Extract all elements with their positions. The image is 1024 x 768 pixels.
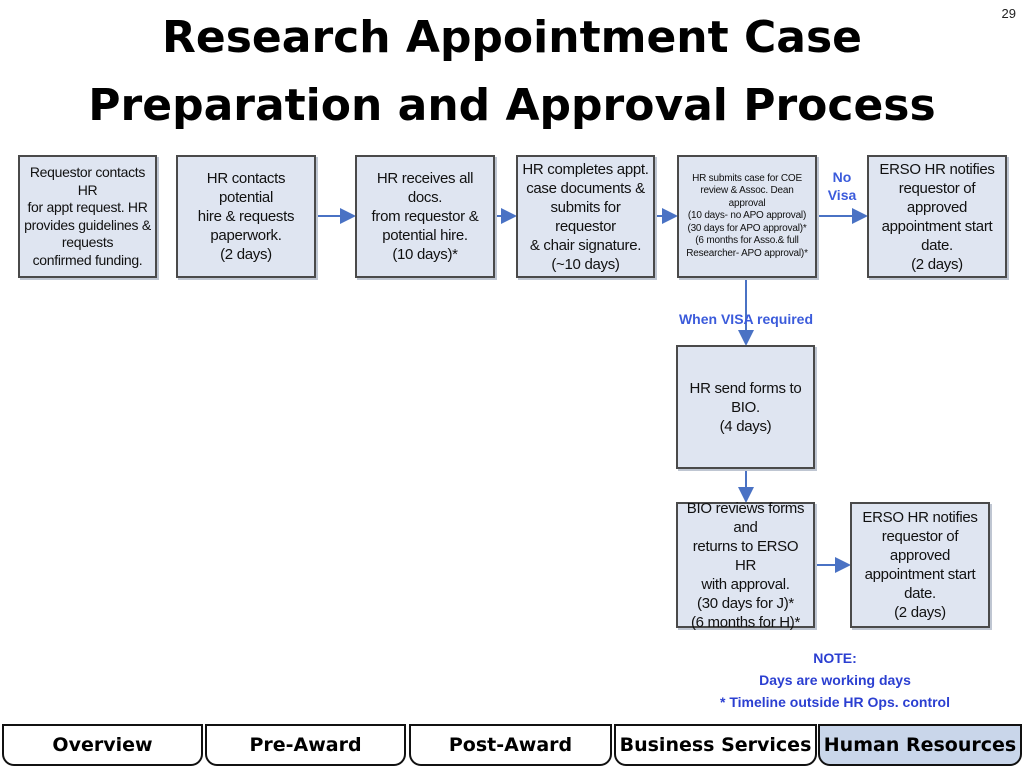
title-line-1: Research Appointment Case	[162, 12, 862, 63]
step-hr-sends-to-bio: HR send forms to BIO. (4 days)	[676, 345, 815, 469]
tab-business-services[interactable]: Business Services	[614, 724, 817, 766]
label-no-visa: No Visa	[827, 169, 857, 203]
tab-pre-award[interactable]: Pre-Award	[205, 724, 406, 766]
section-tab-bar: Overview Pre-Award Post-Award Business S…	[0, 724, 1024, 768]
tab-human-resources[interactable]: Human Resources	[818, 724, 1022, 766]
page-number: 29	[1001, 6, 1016, 21]
step-hr-completes-case: HR completes appt. case documents & subm…	[516, 155, 655, 278]
tab-post-award[interactable]: Post-Award	[409, 724, 612, 766]
step-hr-contacts-hire: HR contacts potential hire & requests pa…	[176, 155, 316, 278]
note-heading: NOTE:	[813, 650, 857, 666]
step-hr-receives-docs: HR receives all docs. from requestor & p…	[355, 155, 495, 278]
note-working-days: Days are working days	[759, 672, 911, 688]
step-bio-reviews: BIO reviews forms and returns to ERSO HR…	[676, 500, 815, 631]
slide-title: Research Appointment Case Preparation an…	[0, 4, 1024, 140]
step-erso-notifies-novisa: ERSO HR notifies requestor of approved a…	[867, 155, 1007, 278]
tab-overview[interactable]: Overview	[2, 724, 203, 766]
step-hr-submits-coe: HR submits case for COE review & Assoc. …	[677, 155, 817, 278]
note-block: NOTE: Days are working days * Timeline o…	[700, 647, 970, 713]
label-visa-required: When VISA required	[678, 311, 814, 327]
title-line-2: Preparation and Approval Process	[88, 80, 936, 131]
step-erso-notifies-visa: ERSO HR notifies requestor of approved a…	[850, 502, 990, 628]
note-timeline: * Timeline outside HR Ops. control	[720, 694, 950, 710]
step-requestor-contacts-hr: Requestor contacts HR for appt request. …	[18, 155, 157, 278]
